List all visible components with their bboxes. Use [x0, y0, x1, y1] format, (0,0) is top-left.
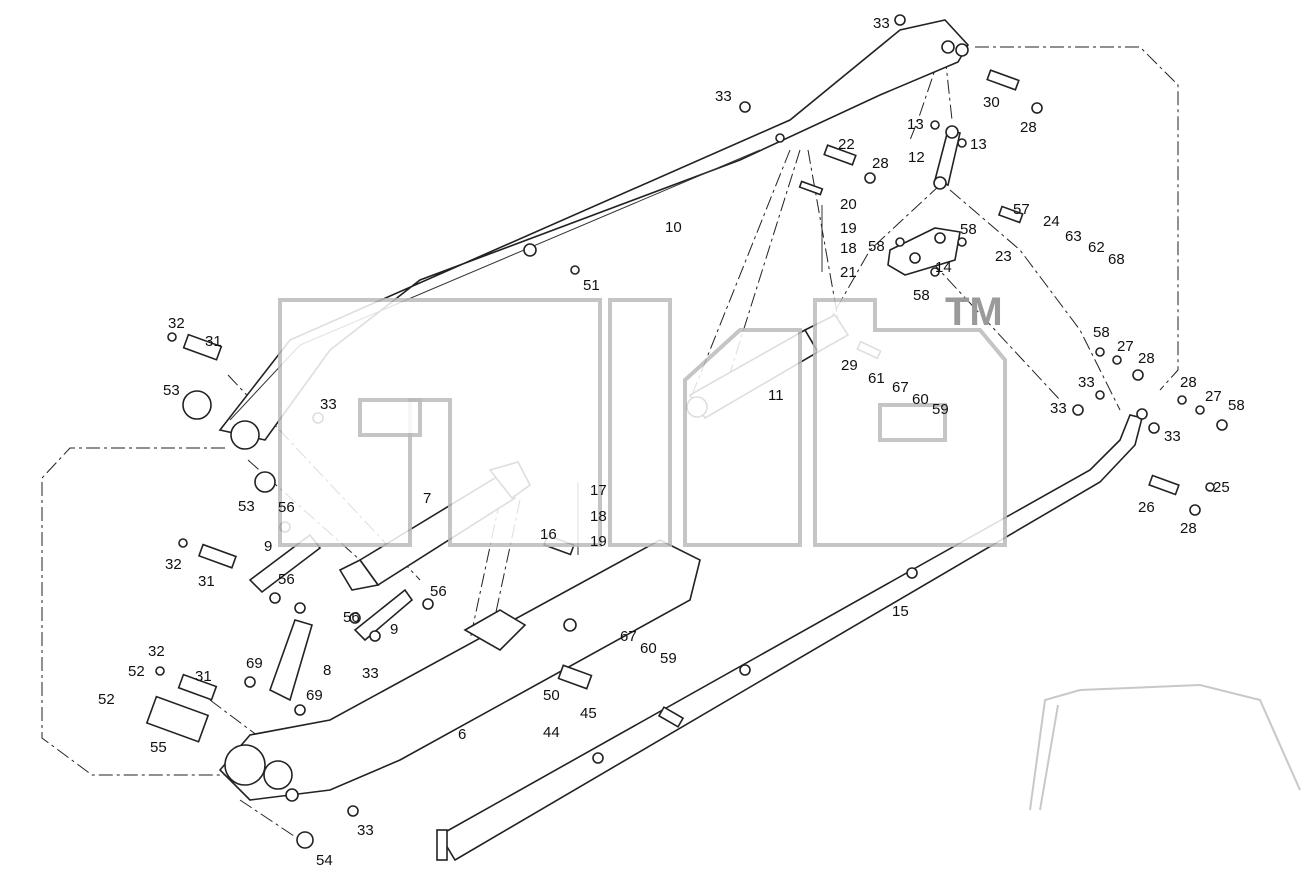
trademark-mark: TM: [945, 290, 1003, 334]
callout-label: 26: [1138, 499, 1155, 516]
callout-label: 17: [590, 482, 607, 499]
callout-label: 23: [995, 248, 1012, 265]
callout-label: 67: [892, 379, 909, 396]
callout-label: 7: [423, 490, 431, 507]
links-8-9: [248, 533, 414, 702]
callout-label: 21: [840, 264, 857, 281]
callout-label: 13: [907, 116, 924, 133]
callout-label: 24: [1043, 213, 1060, 230]
callout-label: 27: [1205, 388, 1222, 405]
callout-label: 61: [868, 370, 885, 387]
plate-14: [887, 227, 961, 276]
callout-label: 62: [1088, 239, 1105, 256]
callout-label: 33: [320, 396, 337, 413]
callout-label: 51: [583, 277, 600, 294]
callout-label: 52: [128, 663, 145, 680]
callout-label: 58: [1093, 324, 1110, 341]
callout-label: 33: [873, 15, 890, 32]
link-12: [933, 125, 961, 190]
callout-label: 60: [640, 640, 657, 657]
callout-label: 56: [430, 583, 447, 600]
callout-label: 28: [872, 155, 889, 172]
callout-label: 33: [1078, 374, 1095, 391]
callout-label: 12: [908, 149, 925, 166]
watermark-logo: TM: [278, 290, 1007, 547]
callout-label: 8: [323, 662, 331, 679]
callout-label: 45: [580, 705, 597, 722]
callout-label: 53: [163, 382, 180, 399]
callout-label: 56: [278, 499, 295, 516]
callout-label: 58: [868, 238, 885, 255]
pins-and-hardware: [145, 14, 1228, 849]
callout-label: 13: [970, 136, 987, 153]
callout-label: 44: [543, 724, 560, 741]
callout-label: 33: [362, 665, 379, 682]
callout-label: 57: [1013, 201, 1030, 218]
callout-label: 22: [838, 136, 855, 153]
callout-label: 59: [932, 401, 949, 418]
callout-label: 69: [306, 687, 323, 704]
callout-label: 9: [390, 621, 398, 638]
callout-label: 67: [620, 628, 637, 645]
callout-label: 11: [768, 387, 784, 404]
callout-label: 32: [168, 315, 185, 332]
callout-label: 68: [1108, 251, 1125, 268]
callout-label: 63: [1065, 228, 1082, 245]
callout-label: 69: [246, 655, 263, 672]
callout-label: 18: [590, 508, 607, 525]
callout-label: 33: [715, 88, 732, 105]
callout-label: 14: [935, 259, 952, 276]
callout-label: 16: [540, 526, 557, 543]
callout-label: 30: [983, 94, 1000, 111]
callout-label: 33: [1050, 400, 1067, 417]
callout-labels: 33 33 30 28 13 13 12 22 28 20 19 18 21 1…: [98, 15, 1245, 869]
callout-label: 31: [195, 668, 212, 685]
callout-label: 56: [278, 571, 295, 588]
callout-label: 29: [841, 357, 858, 374]
callout-label: 10: [665, 219, 682, 236]
callout-label: 58: [960, 221, 977, 238]
callout-label: 32: [148, 643, 165, 660]
callout-label: 19: [590, 533, 607, 550]
callout-label: 32: [165, 556, 182, 573]
callout-label: 18: [840, 240, 857, 257]
callout-label: 56: [343, 609, 360, 626]
callout-label: 28: [1020, 119, 1037, 136]
lower-arm: [218, 539, 701, 802]
callout-label: 28: [1138, 350, 1155, 367]
callout-label: 31: [198, 573, 215, 590]
callout-label: 59: [660, 650, 677, 667]
callout-label: 25: [1213, 479, 1230, 496]
callout-label: 50: [543, 687, 560, 704]
orientation-thumbnail: [1029, 683, 1301, 811]
callout-label: 60: [912, 391, 929, 408]
callout-label: 19: [840, 220, 857, 237]
callout-label: 58: [1228, 397, 1245, 414]
callout-label: 33: [357, 822, 374, 839]
callout-label: 33: [1164, 428, 1181, 445]
callout-label: 52: [98, 691, 115, 708]
callout-label: 6: [458, 726, 466, 743]
callout-label: 15: [892, 603, 909, 620]
callout-label: 55: [150, 739, 167, 756]
callout-label: 31: [205, 333, 222, 350]
callout-label: 28: [1180, 520, 1197, 537]
callout-label: 54: [316, 852, 333, 869]
callout-label: 9: [264, 538, 272, 555]
callout-label: 58: [913, 287, 930, 304]
callout-label: 20: [840, 196, 857, 213]
callout-label: 53: [238, 498, 255, 515]
callout-label: 27: [1117, 338, 1134, 355]
callout-label: 28: [1180, 374, 1197, 391]
